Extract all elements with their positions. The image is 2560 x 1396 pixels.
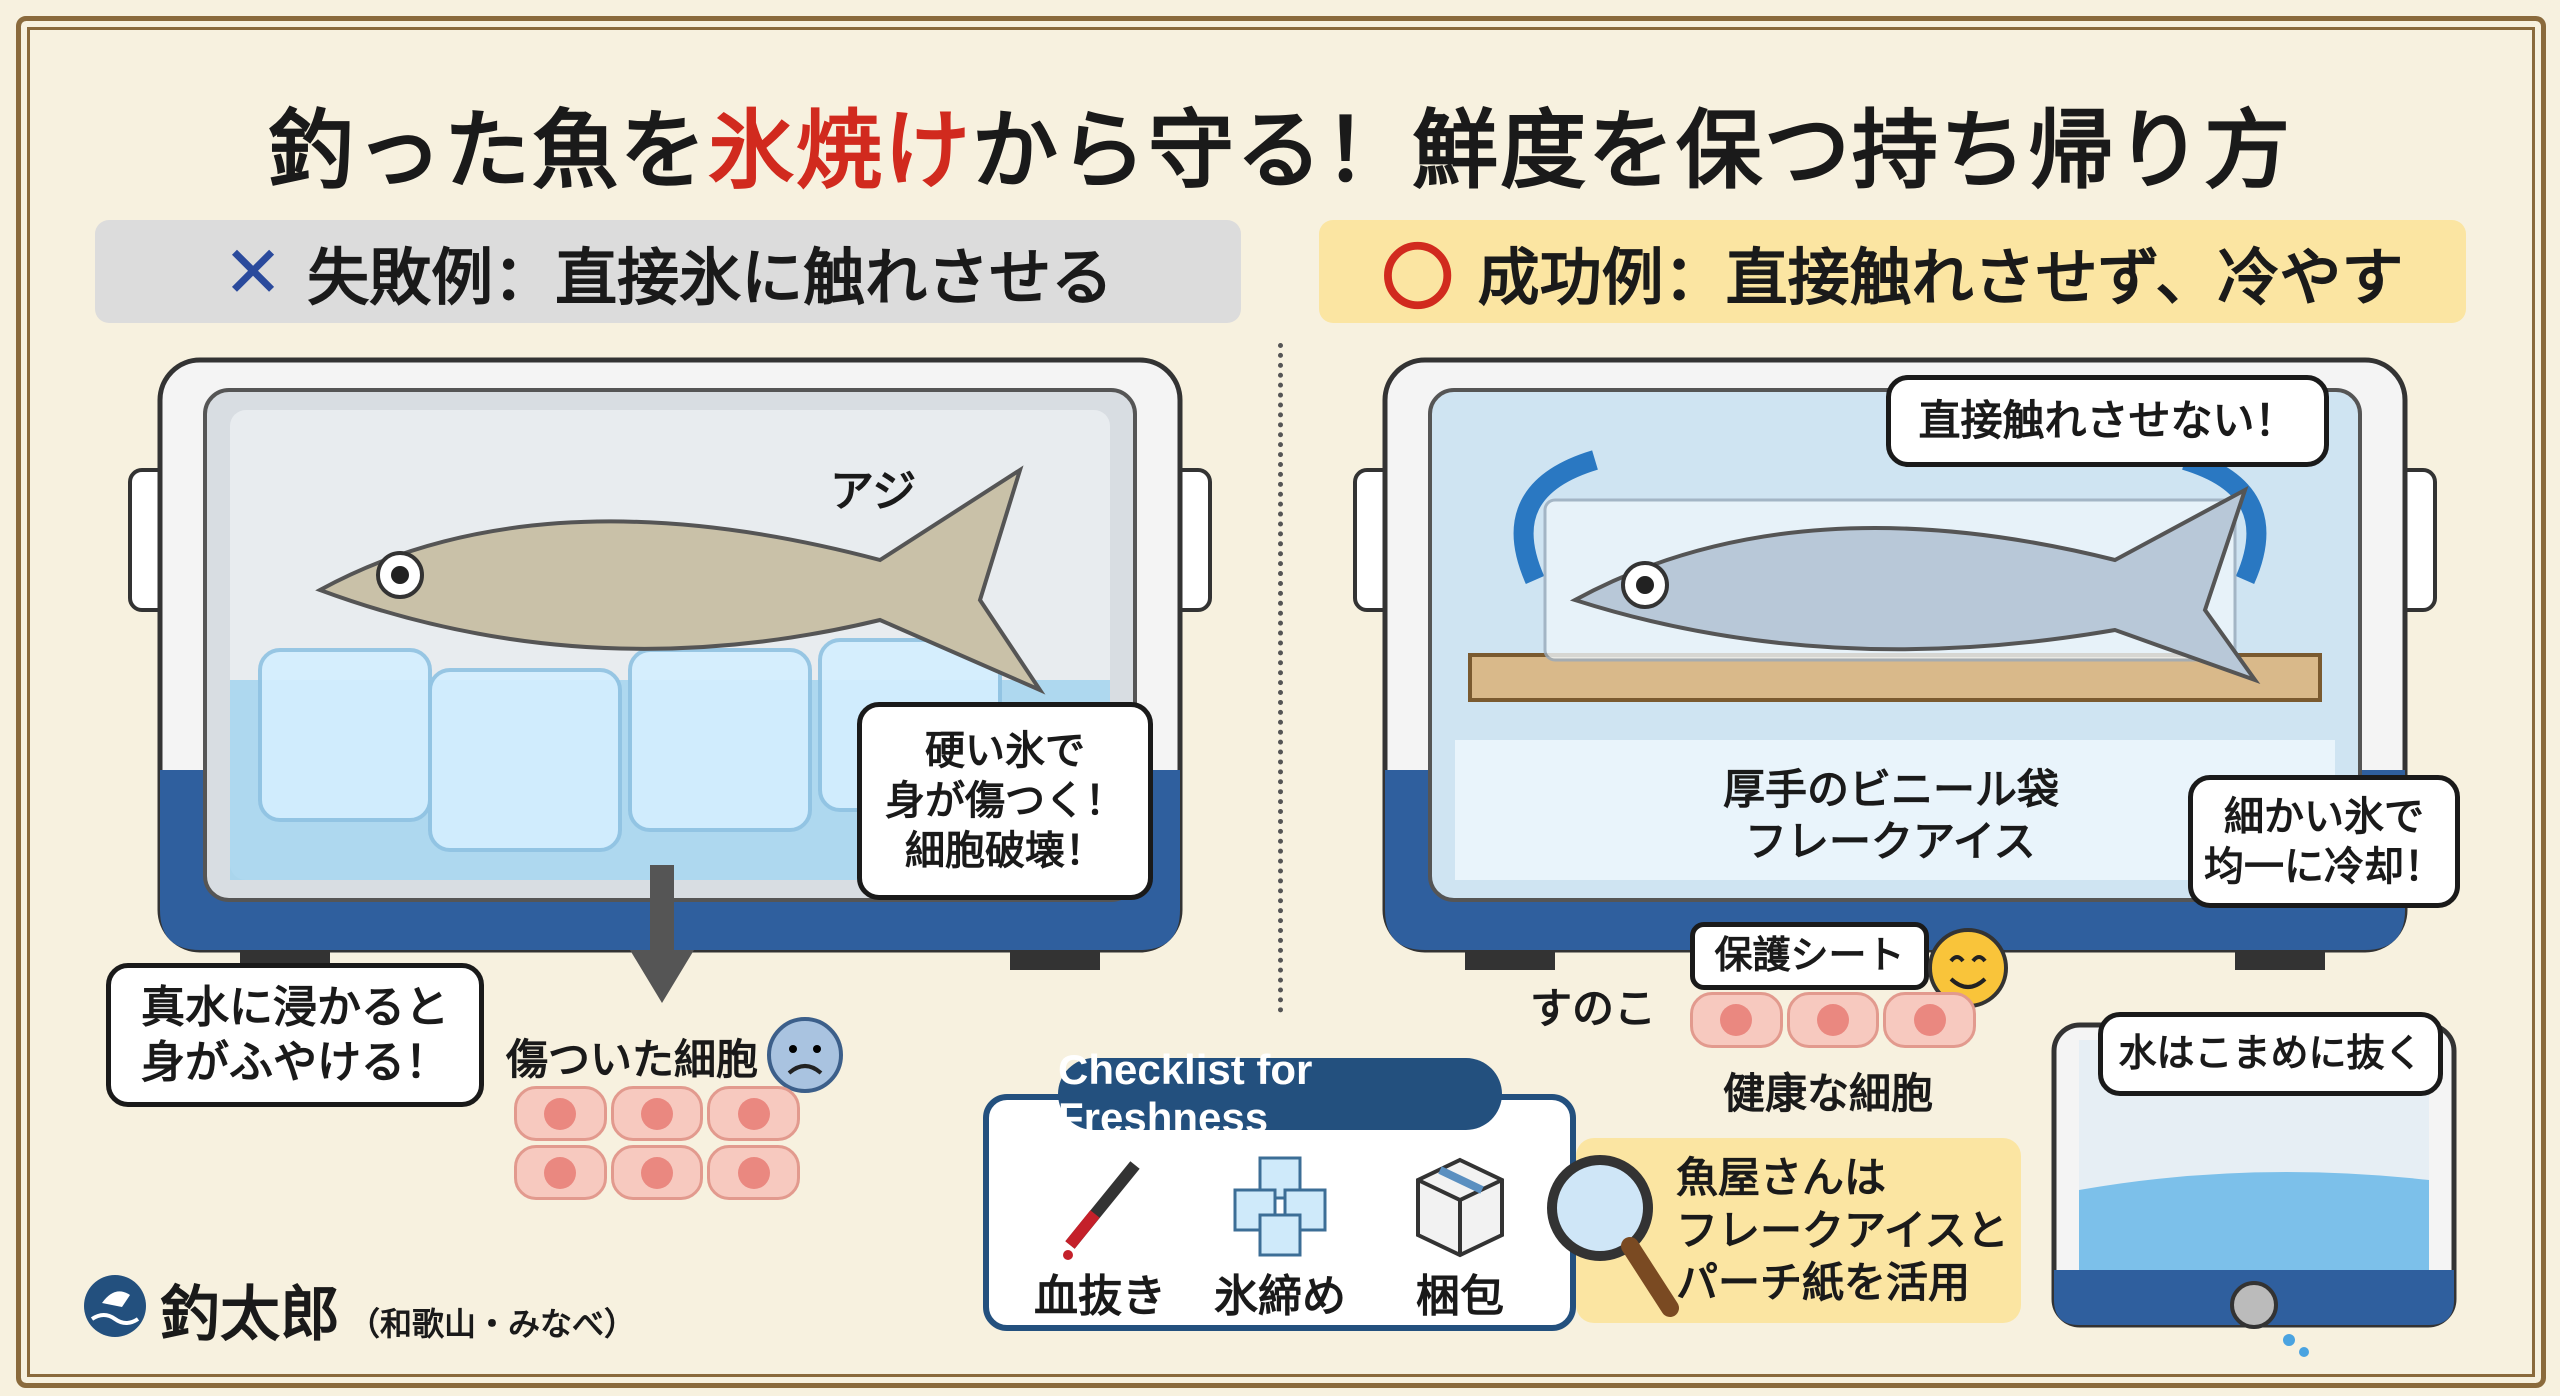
logo-fish-wave-icon xyxy=(84,1275,146,1337)
bubble-line: 細胞破壊！ xyxy=(905,828,1105,874)
success-header: 〇 成功例：直接触れさせず、冷やす xyxy=(1319,220,2466,323)
cell xyxy=(707,1086,800,1141)
circle-icon: 〇 xyxy=(1381,236,1454,320)
ice-cubes-icon xyxy=(1233,1156,1327,1257)
page-title: 釣った魚を氷焼けから守る！鮮度を保つ持ち帰り方 xyxy=(0,80,2560,205)
fail-header-text: 失敗例：直接氷に触れさせる xyxy=(307,240,1114,314)
tip-line: フレークアイスと xyxy=(1676,1205,2009,1255)
checklist-title: Checklist for Freshness xyxy=(1058,1046,1502,1141)
sunoko-label: すのこ xyxy=(1530,984,1657,1033)
down-arrow-icon xyxy=(630,865,694,1003)
cell xyxy=(514,1086,607,1141)
cell xyxy=(610,1145,704,1200)
divider xyxy=(1278,343,1283,1013)
sad-face-icon xyxy=(767,1017,843,1093)
tip-line: パーチ紙を活用 xyxy=(1676,1258,1971,1307)
cell xyxy=(707,1145,800,1200)
fish-label: アジ xyxy=(830,466,917,517)
healthy-cells-illustration xyxy=(1690,992,1976,1048)
author-name: 釣太郎 xyxy=(160,1280,340,1350)
magnifier-icon xyxy=(1547,1155,1679,1317)
no-contact-bubble: 直接触れさせない！ xyxy=(1886,375,2329,467)
fail-header: ✕ 失敗例：直接氷に触れさせる xyxy=(95,220,1241,323)
cell xyxy=(1883,992,1976,1048)
tip-line: 魚屋さんは xyxy=(1676,1153,1887,1202)
even-cooling-bubble: 細かい氷で均一に冷却！ xyxy=(2188,775,2460,908)
title-part1: 釣った魚を xyxy=(268,101,708,201)
author: 釣太郎 （和歌山・みなべ） xyxy=(160,1266,636,1353)
checklist-item: 血抜き xyxy=(1015,1150,1185,1324)
bubble-line: 身が傷つく！ xyxy=(885,778,1125,824)
fish-icon xyxy=(315,465,1046,695)
checklist-item: 氷締め xyxy=(1195,1150,1365,1324)
bubble-line: 細かい氷で xyxy=(2224,793,2424,840)
checklist-label: 血抜き xyxy=(1034,1271,1166,1322)
bubble-line: 身がふやける！ xyxy=(141,1037,449,1088)
healthy-cells-label: 健康な細胞 xyxy=(1723,1069,1934,1118)
syringe-icon xyxy=(1063,1161,1140,1260)
bag-label: 厚手のビニール袋 xyxy=(1723,765,2060,814)
drain-water-bubble: 水はこまめに抜く xyxy=(2098,1012,2443,1096)
cell xyxy=(610,1086,704,1141)
title-highlight: 氷焼け xyxy=(708,101,972,201)
tip-text: 魚屋さんは フレークアイスと パーチ紙を活用 xyxy=(1676,1152,2009,1310)
fish-icon xyxy=(1569,485,2261,685)
author-location: （和歌山・みなべ） xyxy=(348,1305,637,1343)
checklist-item: 梱包 xyxy=(1375,1150,1545,1324)
success-header-text: 成功例：直接触れさせず、冷やす xyxy=(1477,240,2404,314)
checklist-label: 氷締め xyxy=(1214,1271,1346,1322)
fresh-water-bubble: 真水に浸かると身がふやける！ xyxy=(106,963,484,1107)
checklist-label: 梱包 xyxy=(1416,1271,1504,1322)
cell xyxy=(514,1145,607,1200)
flake-ice-label: フレークアイス xyxy=(1745,817,2036,866)
circulation-arrow-icon xyxy=(2181,450,2267,585)
bubble-line: 硬い氷で xyxy=(925,728,1085,774)
damaged-cells-illustration xyxy=(514,1086,800,1200)
success-cooler-illustration xyxy=(1353,357,2437,970)
title-part2: から守る！鮮度を保つ持ち帰り方 xyxy=(972,101,2292,201)
cell xyxy=(1690,992,1783,1048)
circulation-arrow-icon xyxy=(1513,450,1599,585)
bubble-line: 真水に浸かると xyxy=(141,982,449,1033)
sunoko-board xyxy=(1468,653,2322,702)
border-frame xyxy=(16,16,2546,1388)
protective-sheet-label: 保護シート xyxy=(1690,922,1929,990)
hard-ice-bubble: 硬い氷で身が傷つく！細胞破壊！ xyxy=(857,702,1153,900)
cell xyxy=(1786,992,1880,1048)
bubble-line: 均一に冷却！ xyxy=(2204,843,2444,890)
cross-icon: ✕ xyxy=(222,229,284,314)
box-icon xyxy=(1416,1157,1504,1258)
damaged-cells-label: 傷ついた細胞 xyxy=(506,1035,759,1084)
